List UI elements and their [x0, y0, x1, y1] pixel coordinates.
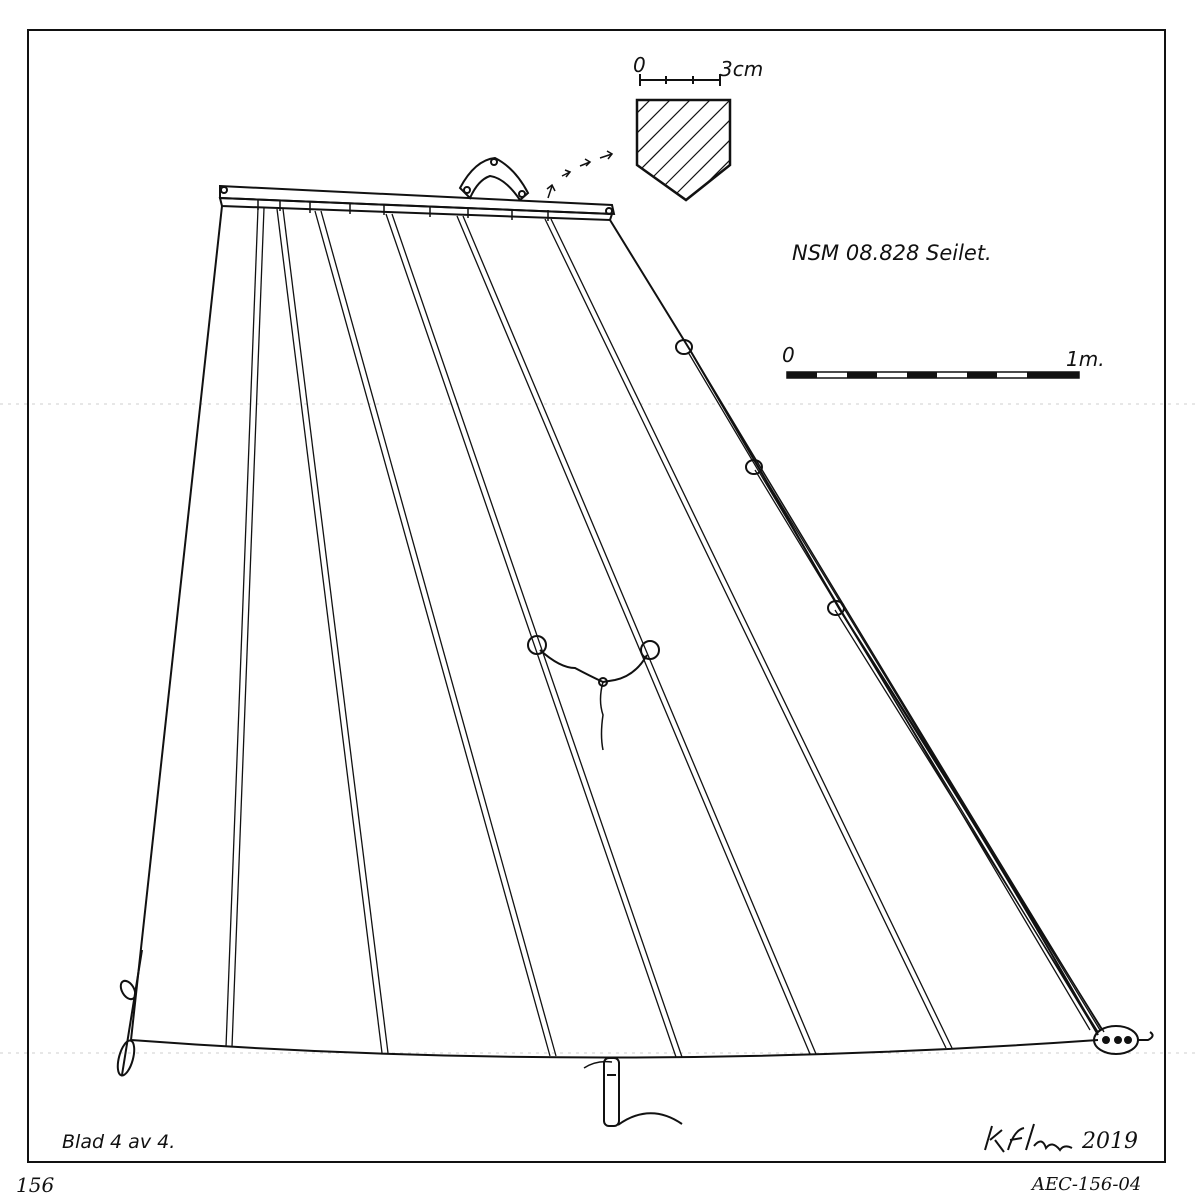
sail-seams — [225, 207, 953, 1058]
artist-signature — [984, 1123, 1073, 1153]
yard-spar — [218, 184, 616, 222]
scale-bar-large — [786, 371, 1080, 379]
yard-cross-section — [635, 98, 732, 202]
scan-guide-lines — [0, 403, 1198, 1054]
clew-block — [1093, 1025, 1154, 1055]
drawing-frame — [27, 29, 1166, 1163]
detail-fitting — [458, 156, 530, 202]
leech-cringles — [675, 339, 845, 616]
leech-ropes — [687, 351, 1105, 1033]
foot-toggle — [583, 1057, 683, 1127]
yard-lashings — [257, 200, 549, 221]
scale-bar-small — [639, 74, 721, 86]
drawing-title: NSM 08.828 Seilet. — [792, 241, 992, 265]
tack-toggle — [116, 949, 143, 1077]
scale-small-start-label: 0 — [633, 53, 646, 77]
bowline-bridle — [527, 635, 660, 751]
sheet-label: Blad 4 av 4. — [62, 1131, 175, 1153]
scale-large-end-label: 1m. — [1066, 347, 1105, 371]
margin-number: 156 — [16, 1173, 54, 1197]
scale-large-start-label: 0 — [782, 343, 795, 367]
catalog-code: AEC-156-04 — [1030, 1174, 1141, 1195]
sail-outline — [130, 205, 1103, 1059]
signature-year: 2019 — [1081, 1129, 1138, 1154]
scale-small-end-label: 3cm — [720, 57, 763, 81]
detail-arrows — [546, 150, 614, 199]
